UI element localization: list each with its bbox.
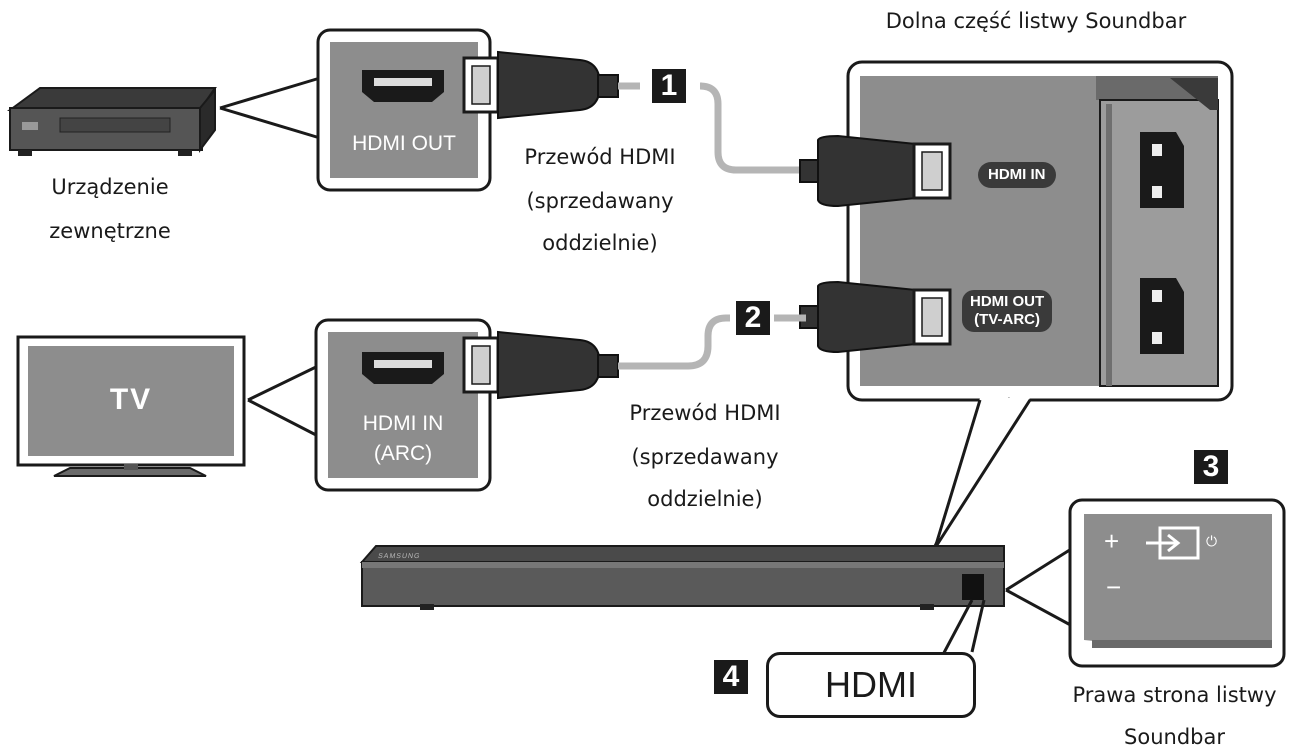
tv-label: TV xyxy=(109,383,153,416)
step-badge-4: 4 xyxy=(714,660,748,694)
step-badge-1: 1 xyxy=(652,69,686,103)
soundbar-bottom-title: Dolna część listwy Soundbar xyxy=(885,9,1187,33)
soundbar-hdmi-out-label-line1: HDMI OUT xyxy=(970,293,1045,310)
hdmi-port-icon xyxy=(362,352,444,384)
soundbar-hdmi-out-label: HDMI OUT (TV-ARC) xyxy=(962,290,1053,332)
hdmi-plug-icon xyxy=(799,134,952,208)
panel-power-icon: ⏻ xyxy=(1206,534,1218,550)
hdmi-plug-icon xyxy=(462,50,619,120)
soundbar-brand-text: SAMSUNG xyxy=(377,553,422,560)
hdmi-cable-2 xyxy=(618,314,806,370)
cable2-label-line1: Przewód HDMI xyxy=(629,401,781,425)
soundbar-hdmi-in-port-icon xyxy=(1140,132,1184,208)
hdmi-callout-box: HDMI xyxy=(766,652,976,718)
hdmi-port-icon xyxy=(362,70,444,102)
right-side-label-line2: Soundbar xyxy=(1124,725,1225,749)
panel-minus-icon: − xyxy=(1106,572,1122,602)
cable1-label-line3: oddzielnie) xyxy=(542,231,658,255)
hdmi-cable-1 xyxy=(618,82,806,174)
tv-icon xyxy=(16,335,246,477)
soundbar-icon xyxy=(359,545,1005,610)
panel-plus-icon: + xyxy=(1104,526,1120,556)
hdmi-in-arc-port-label-line1: HDMI IN xyxy=(362,412,444,435)
soundbar-hdmi-port-marker xyxy=(962,574,984,600)
external-device-icon xyxy=(6,87,217,156)
external-device-label-line2: zewnętrzne xyxy=(49,219,171,243)
hdmi-in-arc-port-label-line2: (ARC) xyxy=(373,442,433,465)
soundbar-hdmi-in-label: HDMI IN xyxy=(978,162,1056,188)
cable1-label-line2: (sprzedawany xyxy=(526,189,674,213)
soundbar-hdmi-out-label-line2: (TV-ARC) xyxy=(974,311,1040,328)
soundbar-hdmi-out-port-icon xyxy=(1140,278,1184,354)
cable1-label-line1: Przewód HDMI xyxy=(524,145,676,169)
step-badge-3: 3 xyxy=(1194,450,1228,484)
cable2-label-line3: oddzielnie) xyxy=(647,487,763,511)
step-badge-2: 2 xyxy=(736,301,770,335)
hdmi-plug-icon xyxy=(799,280,952,354)
input-source-icon xyxy=(1146,526,1200,560)
right-side-label-line1: Prawa strona listwy xyxy=(1072,683,1277,707)
external-device-label-line1: Urządzenie xyxy=(51,175,169,199)
hdmi-plug-icon xyxy=(462,330,619,400)
hdmi-out-port-label: HDMI OUT xyxy=(352,132,456,155)
cable2-label-line2: (sprzedawany xyxy=(631,445,779,469)
